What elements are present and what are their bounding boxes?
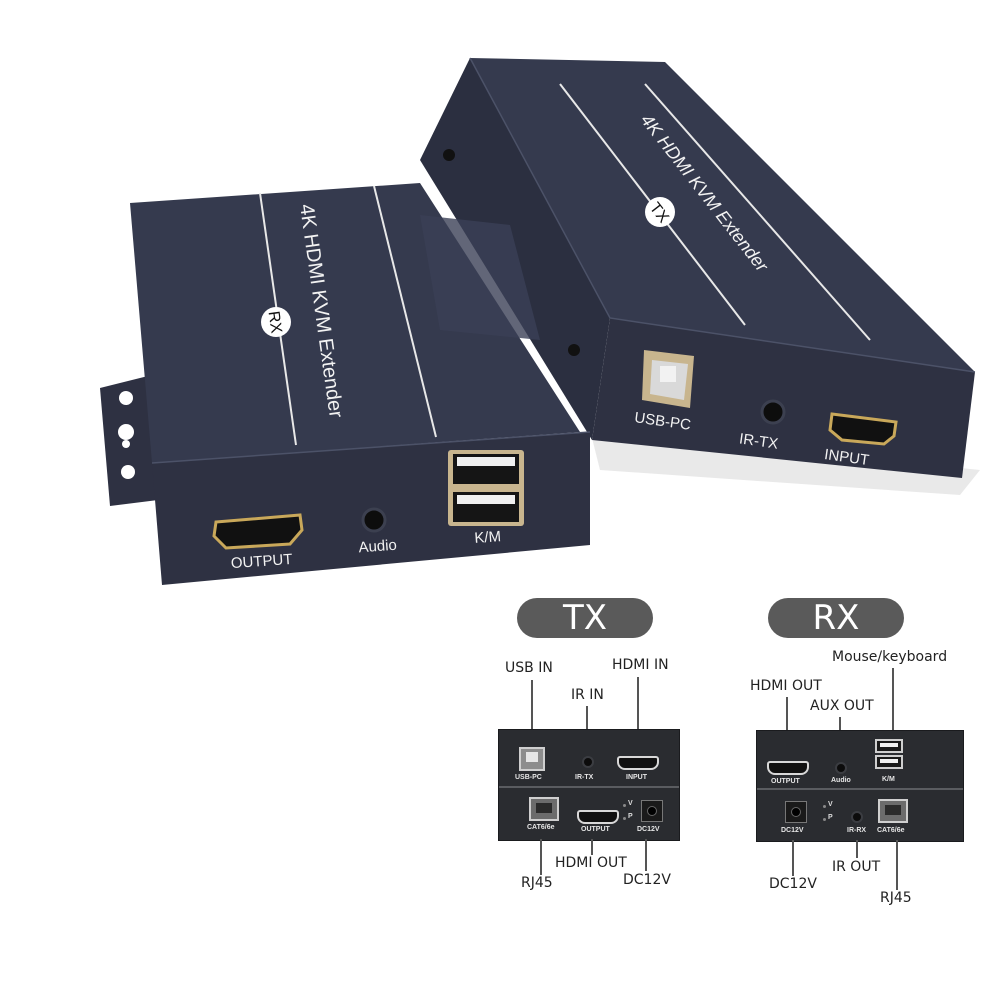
- leader-rx-rj45: [896, 840, 898, 890]
- panel-divider: [757, 788, 963, 790]
- leader-hdmi-in: [637, 677, 639, 749]
- svg-text:4K HDMI KVM Extender: 4K HDMI KVM Extender: [295, 203, 347, 420]
- tx-title-pill: TX: [517, 598, 653, 638]
- rx-ir-label: IR-RX: [847, 827, 867, 834]
- svg-text:TX: TX: [646, 200, 672, 227]
- svg-text:RX: RX: [265, 310, 285, 335]
- rx-port-panel: OUTPUT Audio K/M DC12V V P IR-RX CAT6/6e: [756, 730, 964, 842]
- svg-text:Audio: Audio: [358, 537, 397, 557]
- callout-mouse-keyboard: Mouse/keyboard: [832, 649, 948, 665]
- ir-rx-jack: [851, 811, 863, 823]
- tx-rj45-label: CAT6/6e: [527, 824, 555, 831]
- svg-text:OUTPUT: OUTPUT: [230, 551, 293, 572]
- rx-unit: RX 4K HDMI KVM Extender OUTPUT Audio K/M: [100, 183, 591, 585]
- callout-dc12v: DC12V: [623, 872, 671, 888]
- leader-hdmi-out: [591, 839, 593, 855]
- led-v-label: V: [628, 800, 633, 807]
- callout-aux-out: AUX OUT: [810, 698, 874, 714]
- leader-dc12v: [645, 839, 647, 871]
- callout-hdmi-out: HDMI OUT: [555, 855, 627, 871]
- usb-b-port: [519, 747, 545, 771]
- tx-unit: TX 4K HDMI KVM Extender USB-PC IR-TX INP…: [420, 57, 976, 478]
- audio-jack: [835, 762, 847, 774]
- rx-dc-jack: [785, 801, 807, 823]
- hdmi-output-port: [577, 810, 619, 824]
- rx-led-p: [823, 818, 826, 821]
- panel-divider: [499, 786, 679, 788]
- tx-hdmi-out-label: OUTPUT: [581, 826, 610, 833]
- rx-title-pill: RX: [768, 598, 904, 638]
- svg-text:K/M: K/M: [474, 528, 502, 547]
- rx-km-label: K/M: [882, 776, 895, 783]
- usb-a-port-bottom: [875, 755, 903, 769]
- leader-rx-hdmi-out: [786, 697, 788, 759]
- usb-a-port-top: [875, 739, 903, 753]
- tx-title: TX: [562, 598, 608, 638]
- callout-hdmi-in: HDMI IN: [612, 657, 669, 673]
- callout-ir-in: IR IN: [571, 687, 604, 703]
- leader-mouse-keyboard: [892, 668, 894, 736]
- svg-text:INPUT: INPUT: [823, 446, 870, 469]
- rx-led-v: [823, 805, 826, 808]
- leader-rx-dc12v: [792, 840, 794, 876]
- svg-text:4K HDMI KVM Extender: 4K HDMI KVM Extender: [637, 110, 773, 276]
- rx-rj45-port: [878, 799, 908, 823]
- rx-hdmi-label: OUTPUT: [771, 778, 800, 785]
- rx-rj45-label: CAT6/6e: [877, 827, 905, 834]
- rx-audio-label: Audio: [831, 777, 851, 784]
- led-p-label: P: [628, 813, 633, 820]
- leader-usb-in: [531, 680, 533, 748]
- ir-tx-jack: [582, 756, 594, 768]
- product-illustration: TX 4K HDMI KVM Extender USB-PC IR-TX INP…: [100, 57, 980, 585]
- led-v: [623, 804, 626, 807]
- callout-rx-rj45: RJ45: [880, 890, 912, 906]
- tx-ir-label: IR-TX: [575, 774, 594, 781]
- dc-jack: [641, 800, 663, 822]
- rj45-port: [529, 797, 559, 821]
- tx-hdmi-label: INPUT: [626, 774, 647, 781]
- leader-rj45: [540, 839, 542, 875]
- rx-hdmi-output-port: [767, 761, 809, 775]
- callout-ir-out: IR OUT: [832, 859, 881, 875]
- callout-rx-hdmi-out: HDMI OUT: [750, 678, 822, 694]
- leader-ir-in: [586, 706, 588, 748]
- rx-dc-label: DC12V: [781, 827, 804, 834]
- svg-text:USB-PC: USB-PC: [633, 409, 692, 434]
- rx-title: RX: [812, 598, 860, 638]
- led-p: [623, 817, 626, 820]
- hdmi-input-port: [617, 756, 659, 770]
- tx-usb-label: USB-PC: [515, 774, 542, 781]
- tx-dc-label: DC12V: [637, 826, 660, 833]
- tx-port-panel: USB-PC IR-TX INPUT CAT6/6e OUTPUT V P DC…: [498, 729, 680, 841]
- rx-led-v-label: V: [828, 801, 833, 808]
- callout-usb-in: USB IN: [505, 660, 553, 676]
- callout-rx-dc12v: DC12V: [769, 876, 817, 892]
- callout-rj45: RJ45: [521, 875, 553, 891]
- rx-led-p-label: P: [828, 814, 833, 821]
- svg-text:IR-TX: IR-TX: [738, 430, 779, 452]
- leader-ir-out: [856, 840, 858, 858]
